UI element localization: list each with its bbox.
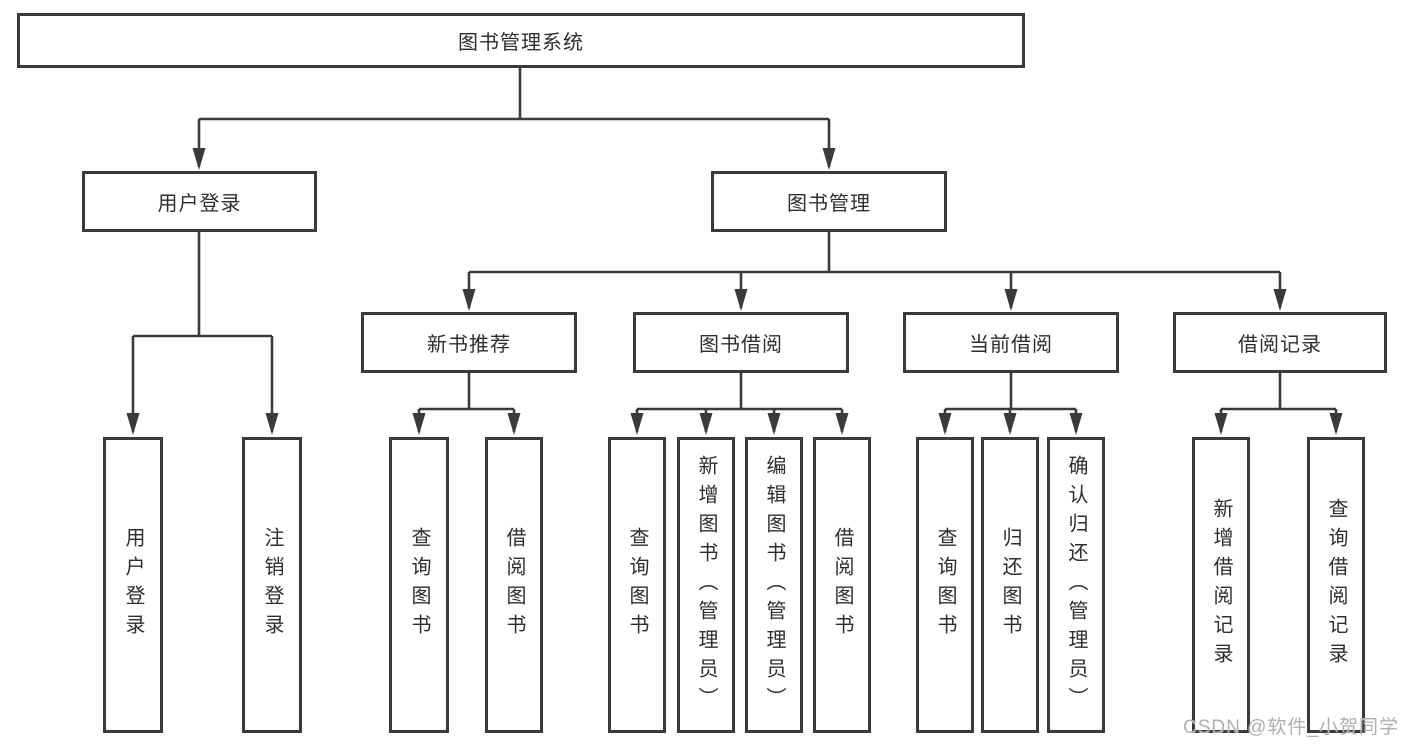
leaf-borrow-books-1: 借阅图书 bbox=[485, 437, 543, 733]
leaf-edit-books-admin-label: 编辑图书（管理员） bbox=[763, 454, 785, 716]
leaf-borrow-books-1-label: 借阅图书 bbox=[503, 527, 525, 643]
connector-new-book-to-leaves bbox=[412, 373, 521, 435]
leaf-user-login-label: 用户登录 bbox=[122, 527, 144, 643]
leaf-query-books-3: 查询图书 bbox=[916, 437, 974, 733]
leaf-edit-books-admin: 编辑图书（管理员） bbox=[745, 437, 803, 733]
leaf-query-books-2: 查询图书 bbox=[608, 437, 666, 733]
node-borrow-records: 借阅记录 bbox=[1173, 312, 1387, 373]
leaf-query-books-2-label: 查询图书 bbox=[626, 527, 648, 643]
node-book-management-label: 图书管理 bbox=[787, 193, 871, 215]
node-borrow-records-label: 借阅记录 bbox=[1238, 334, 1322, 356]
leaf-add-books-admin: 新增图书（管理员） bbox=[677, 437, 735, 733]
leaf-user-login: 用户登录 bbox=[103, 437, 163, 733]
node-current-borrow: 当前借阅 bbox=[903, 312, 1119, 373]
node-book-borrow: 图书借阅 bbox=[633, 312, 849, 373]
connector-book-mgmt-to-level3 bbox=[462, 232, 1287, 311]
connector-book-borrow-to-leaves bbox=[630, 373, 849, 435]
leaf-confirm-return-admin-label: 确认归还（管理员） bbox=[1065, 454, 1087, 716]
leaf-return-books-label: 归还图书 bbox=[999, 527, 1021, 643]
node-root-system: 图书管理系统 bbox=[17, 13, 1025, 68]
leaf-add-borrow-record: 新增借阅记录 bbox=[1192, 437, 1250, 733]
node-user-login-label: 用户登录 bbox=[157, 193, 242, 215]
leaf-borrow-books-2-label: 借阅图书 bbox=[831, 527, 853, 643]
leaf-query-books-3-label: 查询图书 bbox=[934, 527, 956, 643]
leaf-query-books-1-label: 查询图书 bbox=[408, 527, 430, 643]
leaf-query-borrow-record: 查询借阅记录 bbox=[1307, 437, 1365, 733]
leaf-borrow-books-2: 借阅图书 bbox=[813, 437, 871, 733]
leaf-add-borrow-record-label: 新增借阅记录 bbox=[1210, 498, 1232, 672]
node-user-login: 用户登录 bbox=[82, 171, 317, 232]
connector-borrow-records-to-leaves bbox=[1214, 373, 1343, 435]
connector-current-borrow-to-leaves bbox=[938, 373, 1083, 435]
node-new-book-recommend-label: 新书推荐 bbox=[427, 334, 511, 356]
leaf-return-books: 归还图书 bbox=[981, 437, 1039, 733]
node-book-management: 图书管理 bbox=[711, 171, 947, 232]
csdn-watermark: CSDN @软件_小贺同学 bbox=[1183, 717, 1399, 738]
node-root-label: 图书管理系统 bbox=[458, 32, 584, 54]
leaf-logout: 注销登录 bbox=[242, 437, 302, 733]
connector-user-login-to-leaves bbox=[126, 232, 279, 435]
leaf-query-borrow-record-label: 查询借阅记录 bbox=[1325, 498, 1347, 672]
leaf-logout-label: 注销登录 bbox=[261, 527, 283, 643]
leaf-add-books-admin-label: 新增图书（管理员） bbox=[695, 454, 717, 716]
node-book-borrow-label: 图书借阅 bbox=[699, 334, 783, 356]
connector-root-to-level2 bbox=[192, 68, 836, 170]
leaf-confirm-return-admin: 确认归还（管理员） bbox=[1047, 437, 1105, 733]
node-current-borrow-label: 当前借阅 bbox=[969, 334, 1053, 356]
leaf-query-books-1: 查询图书 bbox=[389, 437, 449, 733]
node-new-book-recommend: 新书推荐 bbox=[361, 312, 577, 373]
